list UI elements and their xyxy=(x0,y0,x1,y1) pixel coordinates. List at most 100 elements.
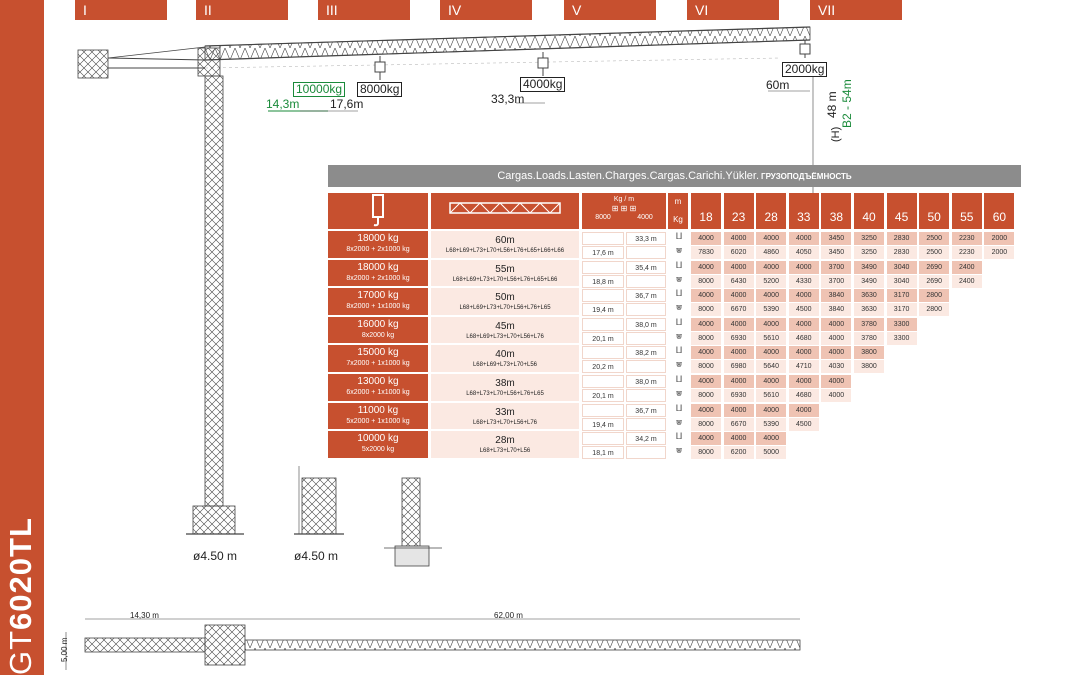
section-tab-vi: VI xyxy=(687,0,779,20)
load-value-4000: 4000 xyxy=(691,317,721,331)
load-value-8000: 2500 xyxy=(919,246,950,259)
row-load-value: 11000 kg xyxy=(357,404,399,416)
load-value-4000: 4000 xyxy=(756,403,787,417)
radius-header-40: 40 xyxy=(854,193,884,229)
load-value-4000: 4000 xyxy=(723,432,754,446)
section-tab-ii: II xyxy=(196,0,288,20)
load-value-8000: 6930 xyxy=(723,389,754,402)
row-radius-8000: 20,1 m xyxy=(582,331,624,345)
load-value-8000: 6980 xyxy=(723,360,754,374)
load-value-4000: 4000 xyxy=(788,375,819,388)
load-value-4000: 2830 xyxy=(886,232,917,245)
row-radius-4000: 38,2 m xyxy=(626,346,666,360)
kg-m-8000: 8000 xyxy=(595,214,611,221)
row-jib-length: 28m xyxy=(495,435,515,447)
row-empty xyxy=(626,274,666,288)
row-load-value: 16000 kg xyxy=(357,318,399,330)
max-load-label: 10000kg xyxy=(293,82,346,97)
load-value-8000: 8000 xyxy=(691,331,721,345)
row-radius-4000: 36,7 m xyxy=(626,403,666,417)
double-hook-icon: ⩐ xyxy=(676,445,682,456)
load-value-4000: 4000 xyxy=(691,346,721,360)
load-value-8000: 8000 xyxy=(691,389,721,402)
base-range-label: B2 - 54m xyxy=(840,79,854,128)
row-empty xyxy=(582,260,624,274)
table-title-text: Cargas.Loads.Lasten.Charges.Cargas.Caric… xyxy=(497,170,760,182)
load-value-4000: 3040 xyxy=(886,260,917,274)
kg-m-4000: 4000 xyxy=(637,214,653,221)
row-empty xyxy=(582,232,624,245)
base2-label: ø4.50 m xyxy=(294,549,339,563)
row-counterweight: 5x2000 kg xyxy=(361,446,395,454)
row-radius-4000: 34,2 m xyxy=(626,432,666,446)
double-hook-icon: ⩐ xyxy=(676,388,682,398)
base1-label: ø4.50 m xyxy=(193,549,238,563)
counter-jib-length: 14,3m xyxy=(266,97,300,111)
row-empty xyxy=(626,331,666,345)
load-value-4000: 4000 xyxy=(756,432,787,446)
row-jib-config: L68+L73+L70+L56 xyxy=(479,448,531,455)
load-value-8000: 4680 xyxy=(788,389,819,402)
section-tab-v: V xyxy=(564,0,656,20)
load-value-4000: 4000 xyxy=(788,260,819,274)
load-value-4000: 4000 xyxy=(691,260,721,274)
load-value-8000: 4000 xyxy=(821,389,852,402)
load-value-4000: 4000 xyxy=(788,317,819,331)
kg-m-label: Kg / m xyxy=(613,196,635,203)
load-value-4000: 3170 xyxy=(886,289,917,303)
single-hook-icon: ⨿ xyxy=(675,402,683,413)
load-value-4000: 2800 xyxy=(919,289,950,303)
load-value-8000: 3250 xyxy=(854,246,884,259)
section-tab-i: I xyxy=(75,0,167,20)
double-hook-icon: ⩐ xyxy=(676,245,682,255)
load-value-4000: 4000 xyxy=(691,289,721,303)
load-value-4000: 3490 xyxy=(854,260,884,274)
load-value-8000: 5000 xyxy=(756,446,787,460)
load-value-8000: 3800 xyxy=(854,360,884,374)
row-empty xyxy=(582,403,624,417)
load-value-4000: 4000 xyxy=(723,289,754,303)
row-jib-config: L68+L69+L73+L70+L56 xyxy=(472,362,538,369)
row-radius-8000: 18,1 m xyxy=(582,446,624,460)
row-empty xyxy=(582,432,624,446)
load-value-8000: 4500 xyxy=(788,303,819,317)
row-jib-config: L68+L73+L70+L56+L76 xyxy=(472,419,538,426)
row-radius-8000: 20,2 m xyxy=(582,360,624,374)
sidebar-band: GT6020TL xyxy=(0,0,44,675)
load-value-4000: 4000 xyxy=(788,403,819,417)
load-value-8000: 8000 xyxy=(691,417,721,431)
load-value-8000: 5390 xyxy=(756,303,787,317)
load-value-8000: 4500 xyxy=(788,417,819,431)
load-value-8000: 4680 xyxy=(788,331,819,345)
row-radius-8000: 19,4 m xyxy=(582,303,624,317)
load-value-8000: 5200 xyxy=(756,274,787,288)
load-value-8000: 4330 xyxy=(788,274,819,288)
single-hook-icon: ⨿ xyxy=(675,288,683,299)
load-value-4000: 2230 xyxy=(951,232,982,245)
load-value-8000: 2690 xyxy=(919,274,950,288)
hook-pair-icons: ⊞ ⊞ ⊞ xyxy=(611,204,637,213)
row-empty xyxy=(626,446,666,460)
load-value-8000: 8000 xyxy=(691,360,721,374)
load-value-4000: 2000 xyxy=(984,232,1015,245)
load-value-8000: 3170 xyxy=(886,303,917,317)
tip-load-label: 2000kg xyxy=(782,62,828,77)
load-header-icon xyxy=(328,193,428,229)
row-radius-8000: 19,4 m xyxy=(582,417,624,431)
load-value-4000: 4000 xyxy=(756,375,787,388)
load-value-8000: 2230 xyxy=(951,246,982,259)
load-value-4000: 4000 xyxy=(788,232,819,245)
row-counterweight: 8x2000 + 2x1000 kg xyxy=(346,274,410,282)
load-value-4000: 4000 xyxy=(723,403,754,417)
load-value-8000: 5610 xyxy=(756,389,787,402)
load-value-8000: 3700 xyxy=(821,274,852,288)
double-hook-icon: ⩐ xyxy=(676,273,682,284)
load-value-4000: 4000 xyxy=(723,317,754,331)
